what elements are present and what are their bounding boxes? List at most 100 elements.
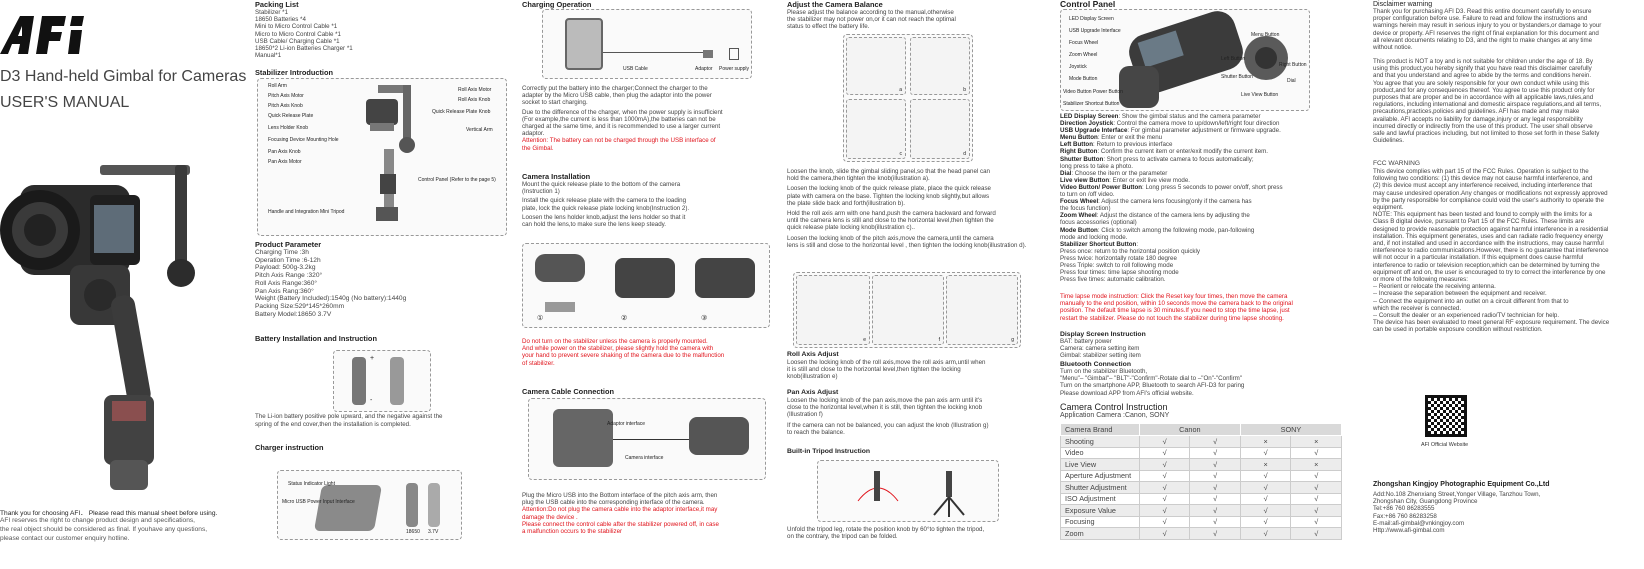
balance-line: until the camera lens is still and close… <box>787 217 994 225</box>
table-row: Shutter Adjustment√√√√ <box>1060 481 1342 494</box>
label-handle: Handle and Integration Mini Tripod <box>268 209 345 215</box>
fig-c-label: c <box>899 151 903 157</box>
camera-install-title: Camera Installation <box>522 172 591 181</box>
label-camera-interface: Camera interface <box>625 455 664 461</box>
control-desc-key: Live view Button <box>1060 176 1110 184</box>
feature-cell: Focusing <box>1060 515 1140 528</box>
control-panel-diagram: LED Display Screen USB Upgrade Interface… <box>1060 9 1310 111</box>
control-desc-text: : Return to previous interface <box>1093 141 1173 149</box>
control-desc-line: Live view Button: Enter or exit live vie… <box>1060 177 1283 184</box>
warning-line: Do not turn on the stabilizer unless the… <box>522 338 708 345</box>
fcc-line: will not occur in a particular installat… <box>1373 254 1584 262</box>
label-joystick: Joystick <box>1069 64 1087 70</box>
fig-g: g <box>946 275 1018 345</box>
fcc-line: designed to provide reasonable protectio… <box>1373 225 1609 233</box>
disclaimer-line: This product is NOT a toy and is not sui… <box>1373 58 1594 65</box>
control-desc-key: Video Button/ Power Button <box>1060 183 1143 191</box>
stabilizer-title: Stabilizer Introduction <box>255 68 334 77</box>
balance-diagram-efg: e f g <box>793 272 1021 348</box>
support-cell: √ <box>1138 458 1191 471</box>
bluetooth-title: Bluetooth Connection <box>1060 361 1131 368</box>
fcc-line: equipment. <box>1373 204 1404 212</box>
timelapse-line: manually to the end position, within 10 … <box>1060 300 1293 308</box>
fcc-line: NOTE: This equipment has been tested and… <box>1373 211 1592 219</box>
fig-g-label: g <box>1011 337 1014 343</box>
fcc-line: may cause undesired operation.Any change… <box>1373 189 1608 197</box>
company-name: Zhongshan Kingjoy Photographic Equipment… <box>1373 481 1550 488</box>
camera-install-text: Mount the quick release plate to the bot… <box>522 181 689 228</box>
packing-item: Manual*1 <box>255 52 282 60</box>
balance-line: Hold the roll axis arm with one hand,pus… <box>787 210 996 218</box>
fig-e: e <box>796 275 870 345</box>
support-cell: √ <box>1239 469 1292 482</box>
roll-adjust-text: Loosen the locking knob of the roll axis… <box>787 359 985 381</box>
label-focus-wheel: Focus Wheel <box>1069 40 1099 46</box>
control-desc-text: : Long press 5 seconds to power on/off, … <box>1142 183 1283 191</box>
fig-b-label: b <box>963 87 966 93</box>
fcc-text: This device complies with part 15 of the… <box>1373 168 1609 334</box>
fcc-line: interference to radio or television rece… <box>1373 261 1600 269</box>
fcc-line: can be used in portable exposure conditi… <box>1373 326 1543 334</box>
label-18650: 18650 <box>406 529 420 535</box>
support-cell: √ <box>1239 504 1292 517</box>
control-desc-text: : Enter or exit the menu <box>1097 134 1163 142</box>
support-cell: √ <box>1138 435 1191 448</box>
timelapse-note: Time lapse mode instruction: Click the R… <box>1060 293 1293 322</box>
label-status-light: Status Indicator Light <box>288 481 335 487</box>
support-cell: √ <box>1239 492 1292 505</box>
battery-icon <box>428 483 440 527</box>
label-shortcut-button: Stabilizer Shortcut Button <box>1063 101 1120 107</box>
control-desc-text: : Click to switch among the following mo… <box>1097 226 1255 234</box>
cover-thanks: Thank you for choosing AFI． Please read … <box>0 510 218 517</box>
balance-line: hold the camera,then tighten the knob(il… <box>787 175 930 183</box>
fig-c: c <box>846 99 906 159</box>
battery-title: Battery Installation and Instruction <box>255 334 377 343</box>
disclaimer-line: incurred directly or indirectly from the… <box>1373 122 1593 130</box>
label-roll-knob: Roll Axis Knob <box>458 97 491 103</box>
pan-line: (Illustration f) <box>787 411 823 419</box>
support-cell: × <box>1290 435 1342 448</box>
fcc-line: -- Consult the dealer or an experienced … <box>1373 312 1560 320</box>
fcc-line: This device complies with part 15 of the… <box>1373 168 1589 175</box>
support-cell: √ <box>1138 515 1191 528</box>
camera-control-app: Application Camera :Canon, SONY <box>1060 412 1170 419</box>
control-desc-line: Left Button: Return to previous interfac… <box>1060 141 1283 148</box>
fcc-line: installation. This equipment generates, … <box>1373 232 1603 240</box>
param-item: Battery Model:18650 3.7V <box>255 310 332 318</box>
cable-line-text: Plug the Micro USB into the Bottom inter… <box>522 492 718 499</box>
control-desc-line: Stabilizer Shortcut Button: <box>1060 241 1283 248</box>
fcc-title: FCC WARNING <box>1373 160 1421 167</box>
support-cell: × <box>1290 458 1342 471</box>
fcc-line: which the receiver is connected. <box>1373 304 1462 312</box>
control-desc-text: Press twice: horizontally rotate 180 deg… <box>1060 254 1177 262</box>
support-cell: √ <box>1189 469 1241 482</box>
table-header-row: Camera Brand Canon SONY <box>1060 423 1343 436</box>
warning-line: And while power on the stabilizer, pleas… <box>522 345 714 353</box>
display-item: Camera: camera setting item <box>1060 345 1140 353</box>
fig-e-label: e <box>863 337 866 343</box>
header-canon: Canon <box>1138 423 1241 436</box>
charger-diagram: Status Indicator Light Micro USB Power I… <box>277 470 462 540</box>
fcc-line: -- Reorient or relocate the receiving an… <box>1373 283 1496 291</box>
control-title: Control Panel <box>1060 0 1116 9</box>
control-desc-line: Press four times: time lapse shooting mo… <box>1060 269 1283 276</box>
control-column: Control Panel LED Display Screen USB Upg… <box>1060 0 1370 569</box>
disclaimer-column: Disclaimer warning Thank you for purchas… <box>1373 0 1641 569</box>
disclaimer-p1: Thank you for purchasing AFI D3. Read th… <box>1373 8 1601 51</box>
fcc-line: and, if not installed and used in accord… <box>1373 240 1604 248</box>
install-line: Mount the quick release plate to the bot… <box>522 181 681 188</box>
minus-sign: - <box>370 397 373 404</box>
charging-column: Charging Operation USB Cable Adaptor Pow… <box>520 0 775 569</box>
control-desc-line: Press once: return to the horizontal pos… <box>1060 248 1283 255</box>
fig-f: f <box>872 275 944 345</box>
control-descriptions: LED Display Screen: Show the gimbal stat… <box>1060 113 1283 283</box>
packing-item: USB Cable/ Charging Cable *1 <box>255 37 340 45</box>
param-item: Pan Axis Rang:360° <box>255 287 314 295</box>
support-cell: √ <box>1189 446 1241 459</box>
afi-logo <box>0 14 90 56</box>
disclaimer-line: using this product,you hereby signify th… <box>1373 65 1592 73</box>
param-item: Payload: 500g-3.2kg <box>255 264 316 272</box>
balance-line: lens is still and close to the horizonta… <box>787 241 1027 249</box>
bt-line: Turn on the stabilizer Bluetooth, <box>1060 368 1148 375</box>
company-contact: Add:No.108 Zhenxiang Street,Yonger Villa… <box>1373 491 1540 534</box>
